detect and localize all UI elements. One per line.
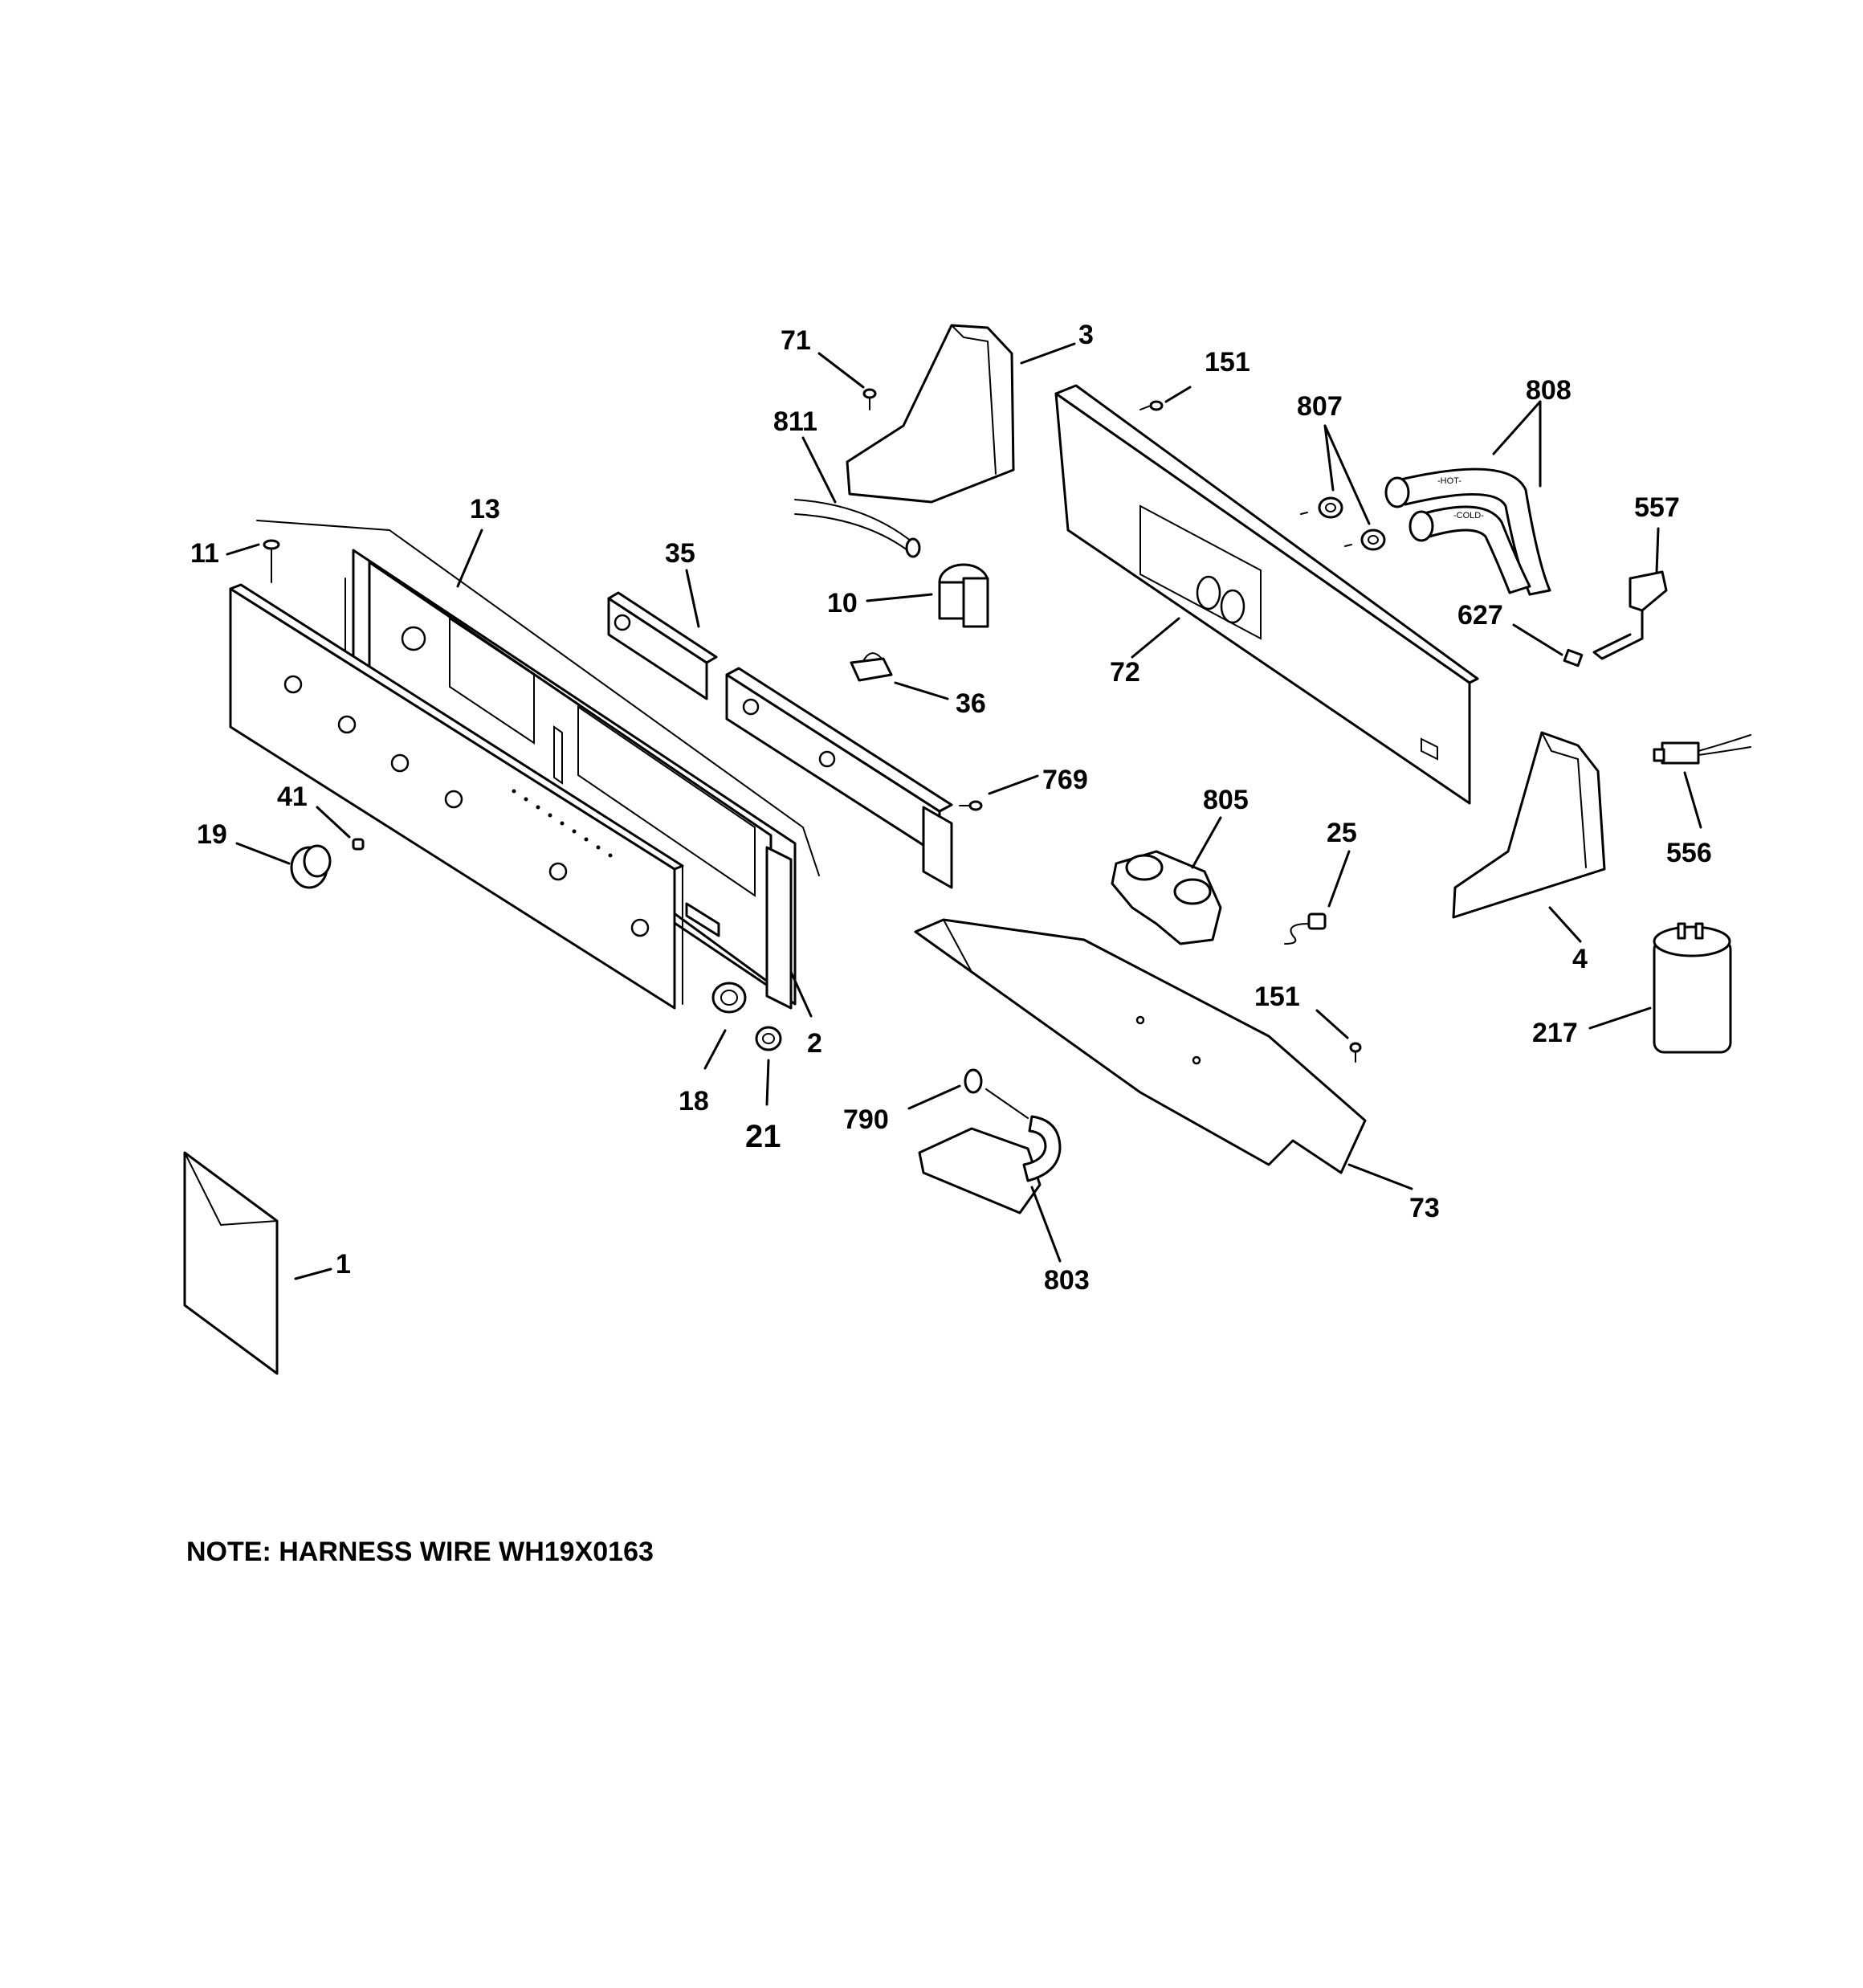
part-3-left-end-bracket bbox=[846, 324, 1076, 504]
part-769-screw bbox=[959, 774, 1039, 811]
part-151-screw-top bbox=[1139, 386, 1192, 411]
part-25-wire bbox=[1284, 850, 1351, 945]
callout-790: 790 bbox=[843, 1104, 889, 1135]
callout-41: 41 bbox=[277, 782, 308, 812]
front-control-panel bbox=[229, 583, 684, 1010]
callout-13: 13 bbox=[470, 494, 500, 525]
part-73-lower-brace bbox=[914, 918, 1413, 1190]
callout-556: 556 bbox=[1666, 838, 1712, 868]
part-35-control-board bbox=[607, 569, 953, 889]
part-41-clip bbox=[316, 806, 365, 851]
callout-25: 25 bbox=[1327, 818, 1357, 848]
callout-807: 807 bbox=[1297, 391, 1343, 422]
callout-805: 805 bbox=[1203, 785, 1249, 815]
callout-35: 35 bbox=[665, 538, 695, 569]
callout-3: 3 bbox=[1078, 320, 1094, 350]
callout-21: 21 bbox=[745, 1119, 781, 1154]
callout-11: 11 bbox=[190, 538, 219, 569]
part-803-hose-bracket bbox=[918, 1115, 1062, 1263]
part-10-pressure-switch bbox=[866, 563, 989, 628]
part-18-grommet bbox=[703, 982, 747, 1070]
part-790-clamp bbox=[907, 1068, 1029, 1119]
part-19-knob bbox=[235, 842, 332, 889]
callout-4: 4 bbox=[1572, 944, 1588, 974]
callout-labels: 71 3 151 807 808 811 13 11 35 10 557 627… bbox=[190, 320, 1712, 1296]
part-1-literature bbox=[183, 1151, 332, 1375]
callout-1: 1 bbox=[336, 1249, 351, 1280]
callout-803: 803 bbox=[1044, 1265, 1090, 1296]
callout-19: 19 bbox=[197, 819, 227, 850]
part-556-connector bbox=[1653, 734, 1751, 829]
part-11-screw bbox=[226, 539, 280, 583]
callout-557: 557 bbox=[1634, 492, 1680, 523]
callout-217: 217 bbox=[1532, 1018, 1578, 1048]
part-807-washers bbox=[1300, 424, 1386, 551]
part-21-grommet bbox=[755, 1026, 782, 1106]
part-557-power-cord bbox=[1592, 527, 1668, 660]
indicator-dot-row bbox=[512, 789, 613, 858]
callout-151-top: 151 bbox=[1205, 347, 1250, 378]
harness-wire-note: NOTE: HARNESS WIRE WH19X0163 bbox=[186, 1537, 654, 1567]
part-36-clip bbox=[850, 652, 949, 700]
callout-769: 769 bbox=[1042, 765, 1088, 795]
part-808-fill-hoses: -HOT- -COLD- bbox=[1384, 400, 1551, 596]
callout-10: 10 bbox=[827, 588, 858, 618]
callout-2: 2 bbox=[807, 1028, 822, 1059]
part-13-control-panel-frame bbox=[256, 520, 820, 1006]
callout-627: 627 bbox=[1457, 600, 1503, 631]
part-71-screw bbox=[817, 352, 877, 410]
part-2-end-cap bbox=[765, 846, 813, 1018]
callout-71: 71 bbox=[781, 325, 811, 356]
callout-18: 18 bbox=[679, 1086, 709, 1116]
part-811-tube bbox=[794, 436, 921, 558]
callout-811: 811 bbox=[773, 406, 817, 437]
callout-151-lower: 151 bbox=[1254, 982, 1300, 1012]
part-72-rear-panel bbox=[1054, 384, 1479, 805]
hose-label-hot: -HOT- bbox=[1437, 476, 1461, 486]
callout-808: 808 bbox=[1526, 375, 1572, 406]
part-805-water-valve bbox=[1111, 816, 1222, 945]
callout-36: 36 bbox=[956, 688, 986, 719]
callout-72: 72 bbox=[1110, 657, 1140, 688]
hose-label-cold: -COLD- bbox=[1453, 511, 1484, 520]
part-151-screw-lower bbox=[1315, 1009, 1362, 1063]
part-4-right-end-bracket bbox=[1452, 731, 1606, 943]
leader-13 bbox=[456, 529, 483, 588]
part-627-clip bbox=[1512, 623, 1584, 667]
callout-73: 73 bbox=[1409, 1193, 1440, 1223]
part-217-capacitor bbox=[1588, 922, 1732, 1054]
